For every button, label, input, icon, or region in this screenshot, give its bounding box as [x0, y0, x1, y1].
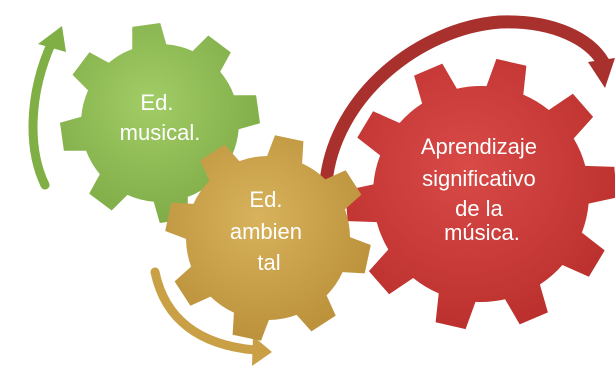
gear-2-line-1: Ed. [249, 187, 282, 212]
gear-ed-ambiental [165, 135, 371, 341]
gear-label-aprendizaje: Aprendizaje significativo de la música. [421, 134, 543, 245]
gear-1-line-1: Ed. [140, 90, 173, 115]
arrowhead-gold [252, 336, 272, 366]
gear-label-ed-ambiental: Ed. ambien tal [230, 187, 308, 275]
gear-3-line-3: de la [455, 196, 503, 221]
curved-arrow-gold [150, 267, 260, 355]
arrowhead-green [38, 26, 66, 52]
gear-3-line-1: Aprendizaje [421, 134, 537, 159]
arrowhead-red [588, 58, 615, 88]
gear-3-line-2: significativo [422, 166, 536, 191]
curved-arrow-green [28, 37, 57, 190]
gear-1-line-2: musical. [120, 120, 201, 145]
gear-2-line-3: tal [257, 250, 280, 275]
gear-2-line-2: ambien [230, 219, 302, 244]
gear-3-line-4: música. [444, 220, 520, 245]
gear-aprendizaje [345, 58, 615, 330]
gear-label-ed-musical: Ed. musical. [120, 90, 201, 145]
curved-arrow-red [319, 15, 610, 189]
